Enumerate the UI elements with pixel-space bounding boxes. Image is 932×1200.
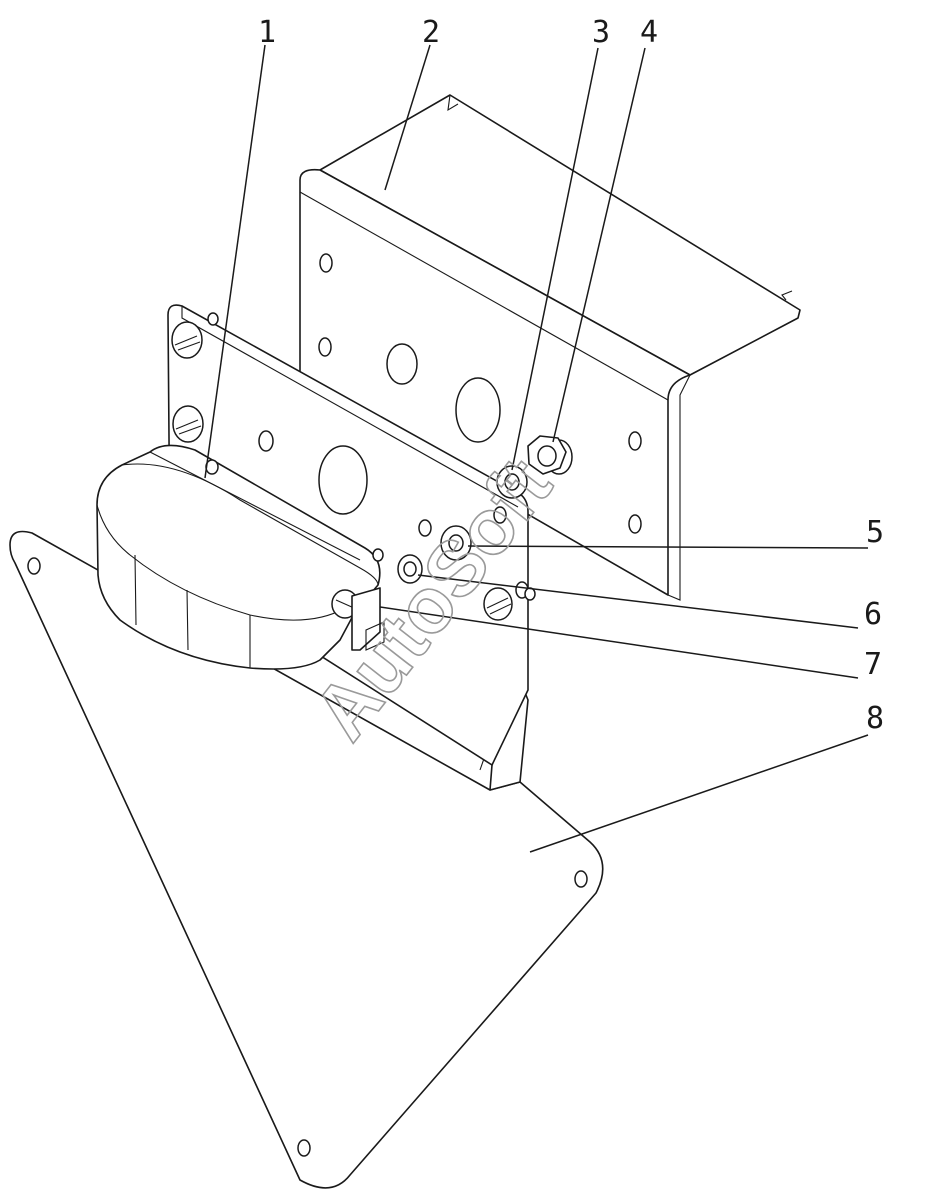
callout-leaders <box>204 44 869 853</box>
callout-2: 2 <box>422 15 440 50</box>
leader-6 <box>417 574 859 629</box>
leader-4 <box>552 47 646 443</box>
callout-1: 1 <box>258 15 276 50</box>
callout-3: 3 <box>592 15 610 50</box>
callout-4: 4 <box>640 15 658 50</box>
callout-labels: 1 2 3 4 5 6 7 8 <box>258 15 884 736</box>
callout-8: 8 <box>866 701 884 736</box>
leader-8 <box>529 734 869 853</box>
leader-1 <box>204 44 266 479</box>
spring-washer <box>397 554 423 584</box>
lamp-housing <box>96 444 385 670</box>
leader-2 <box>384 44 431 191</box>
flat-washer <box>440 525 472 561</box>
mounting-bolt <box>483 587 536 621</box>
triangular-mounting-plate <box>9 530 604 1189</box>
leader-7 <box>379 606 859 679</box>
washer <box>496 465 528 499</box>
leader-5 <box>467 545 869 549</box>
hex-nut <box>527 435 567 475</box>
callout-6: 6 <box>864 597 882 632</box>
leader-3 <box>511 47 599 471</box>
callout-5: 5 <box>866 515 884 550</box>
callout-7: 7 <box>864 647 882 682</box>
